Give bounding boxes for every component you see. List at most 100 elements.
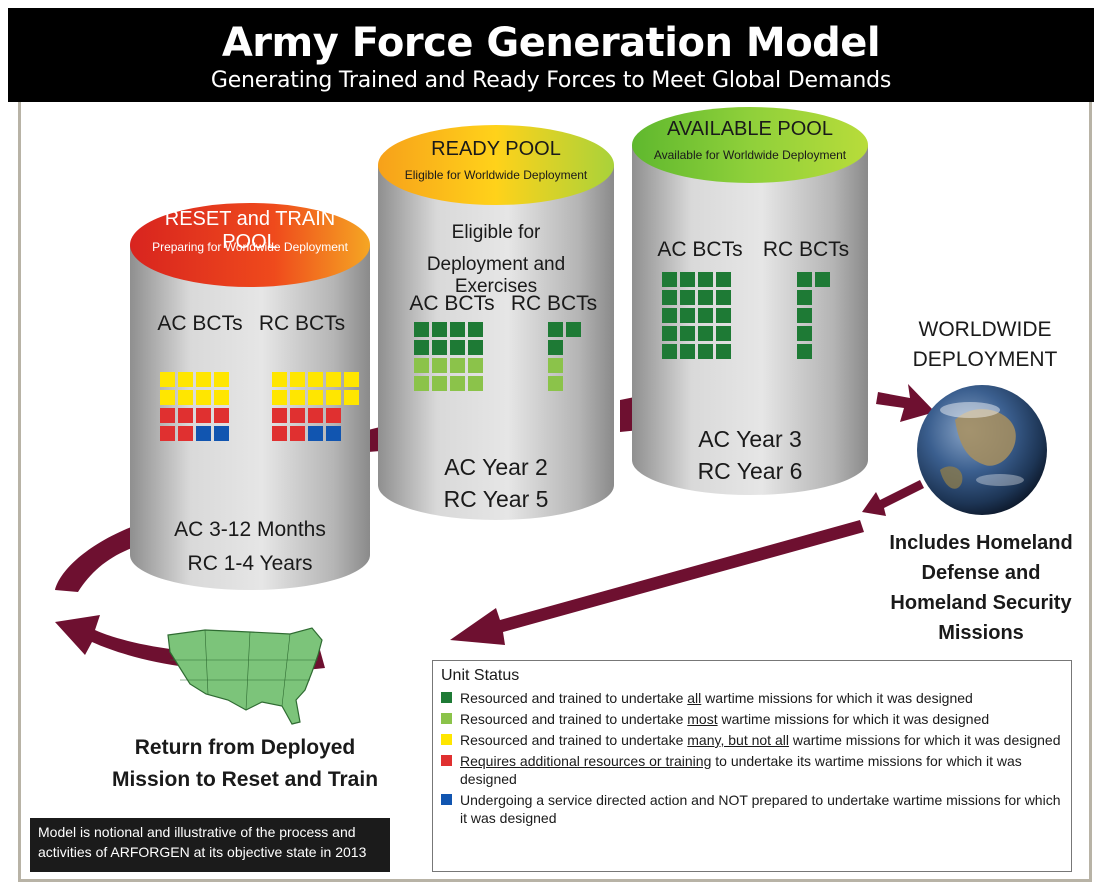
legend-swatch (441, 734, 452, 745)
legend-text: Requires additional resources or trainin… (460, 753, 1022, 787)
ready-desc-line1: Eligible for (451, 222, 541, 243)
bct-square (344, 372, 359, 387)
legend-item: Undergoing a service directed action and… (441, 791, 1063, 827)
bct-square (468, 340, 483, 355)
ready-ac-label: AC BCTs (409, 292, 495, 315)
note-line2: activities of ARFORGEN at its objective … (38, 844, 367, 860)
reset-rc-label: RC BCTs (258, 312, 346, 335)
ready-pool-title: READY POOL (431, 138, 561, 160)
bct-square (272, 372, 287, 387)
bct-square (308, 426, 323, 441)
return-line1: Return from Deployed (134, 736, 356, 759)
bct-square (196, 372, 211, 387)
bct-square (468, 376, 483, 391)
bct-square (698, 344, 713, 359)
deployment-label-line2: DEPLOYMENT (912, 348, 1058, 371)
bct-square (308, 372, 323, 387)
available-pool-title: AVAILABLE POOL (666, 118, 833, 140)
bct-square (680, 272, 695, 287)
bct-square (160, 372, 175, 387)
bct-square (214, 390, 229, 405)
bct-square (548, 340, 563, 355)
bct-square (326, 426, 341, 441)
bct-square (680, 308, 695, 323)
bct-square (662, 290, 677, 305)
available-pool-subtitle: Available for Worldwide Deployment (653, 148, 847, 162)
bct-square (272, 408, 287, 423)
legend-text: Resourced and trained to undertake many,… (460, 732, 1061, 748)
bct-square (326, 408, 341, 423)
bct-square (196, 408, 211, 423)
header-bar: Army Force Generation Model Generating T… (8, 8, 1094, 102)
reset-pool-cylinder (130, 203, 370, 590)
legend-item: Resourced and trained to undertake all w… (441, 689, 1063, 707)
bct-square (272, 390, 287, 405)
bct-square (698, 290, 713, 305)
bct-square (698, 272, 713, 287)
bct-square (414, 358, 429, 373)
bct-square (797, 326, 812, 341)
bct-square (160, 390, 175, 405)
usa-map-icon (167, 627, 323, 725)
bct-square (662, 308, 677, 323)
bct-square (680, 290, 695, 305)
ready-desc-line2: Deployment and Exercises (426, 254, 566, 297)
bct-square (450, 322, 465, 337)
bct-square (178, 372, 193, 387)
bct-square (160, 426, 175, 441)
bct-square (716, 272, 731, 287)
legend-item: Resourced and trained to undertake many,… (441, 731, 1063, 749)
bct-square (178, 408, 193, 423)
reset-ac-label: AC BCTs (157, 312, 243, 335)
bct-square (214, 426, 229, 441)
bct-square (797, 272, 812, 287)
ready-pool-subtitle: Eligible for Worldwide Deployment (404, 168, 588, 182)
reset-pool-title: RESET and TRAIN POOL (164, 208, 336, 253)
deploy-arrow (876, 384, 935, 422)
bct-square (160, 408, 175, 423)
bct-square (680, 344, 695, 359)
bct-square (468, 322, 483, 337)
available-timing-rc: RC Year 6 (697, 458, 803, 484)
available-rc-label: RC BCTs (762, 238, 850, 261)
bct-square (432, 322, 447, 337)
bct-square (196, 390, 211, 405)
bct-square (308, 390, 323, 405)
bct-squares-layer (160, 272, 830, 441)
bct-square (290, 426, 305, 441)
bct-square (214, 408, 229, 423)
unit-status-legend: Unit Status Resourced and trained to und… (432, 660, 1072, 872)
bct-square (290, 408, 305, 423)
bct-square (290, 372, 305, 387)
homeland-arrow (862, 480, 924, 516)
bct-square (432, 358, 447, 373)
deployment-label-line1: WORLDWIDE (918, 318, 1052, 341)
bct-square (178, 390, 193, 405)
page-subtitle: Generating Trained and Ready Forces to M… (210, 68, 892, 93)
homeland-line4: Missions (938, 622, 1024, 644)
bct-square (432, 376, 447, 391)
reset-pool-subtitle: Preparing for Worldwide Deployment (152, 240, 348, 254)
bct-square (716, 290, 731, 305)
bct-square (450, 376, 465, 391)
bct-square (290, 390, 305, 405)
note-line1: Model is notional and illustrative of th… (38, 824, 356, 840)
reset-timing-rc: RC 1-4 Years (187, 552, 313, 575)
ready-pool-cylinder (378, 125, 614, 520)
ready-timing-ac: AC Year 2 (444, 454, 548, 480)
ready-timing-rc: RC Year 5 (443, 486, 549, 512)
bct-square (680, 326, 695, 341)
bct-square (797, 344, 812, 359)
bct-square (450, 358, 465, 373)
legend-rows: Resourced and trained to undertake all w… (441, 689, 1063, 827)
bct-square (698, 308, 713, 323)
bct-square (716, 308, 731, 323)
legend-item: Resourced and trained to undertake most … (441, 710, 1063, 728)
bct-square (548, 322, 563, 337)
legend-text: Resourced and trained to undertake all w… (460, 690, 973, 706)
bct-square (414, 340, 429, 355)
notional-note: Model is notional and illustrative of th… (30, 818, 390, 872)
bct-square (566, 322, 581, 337)
